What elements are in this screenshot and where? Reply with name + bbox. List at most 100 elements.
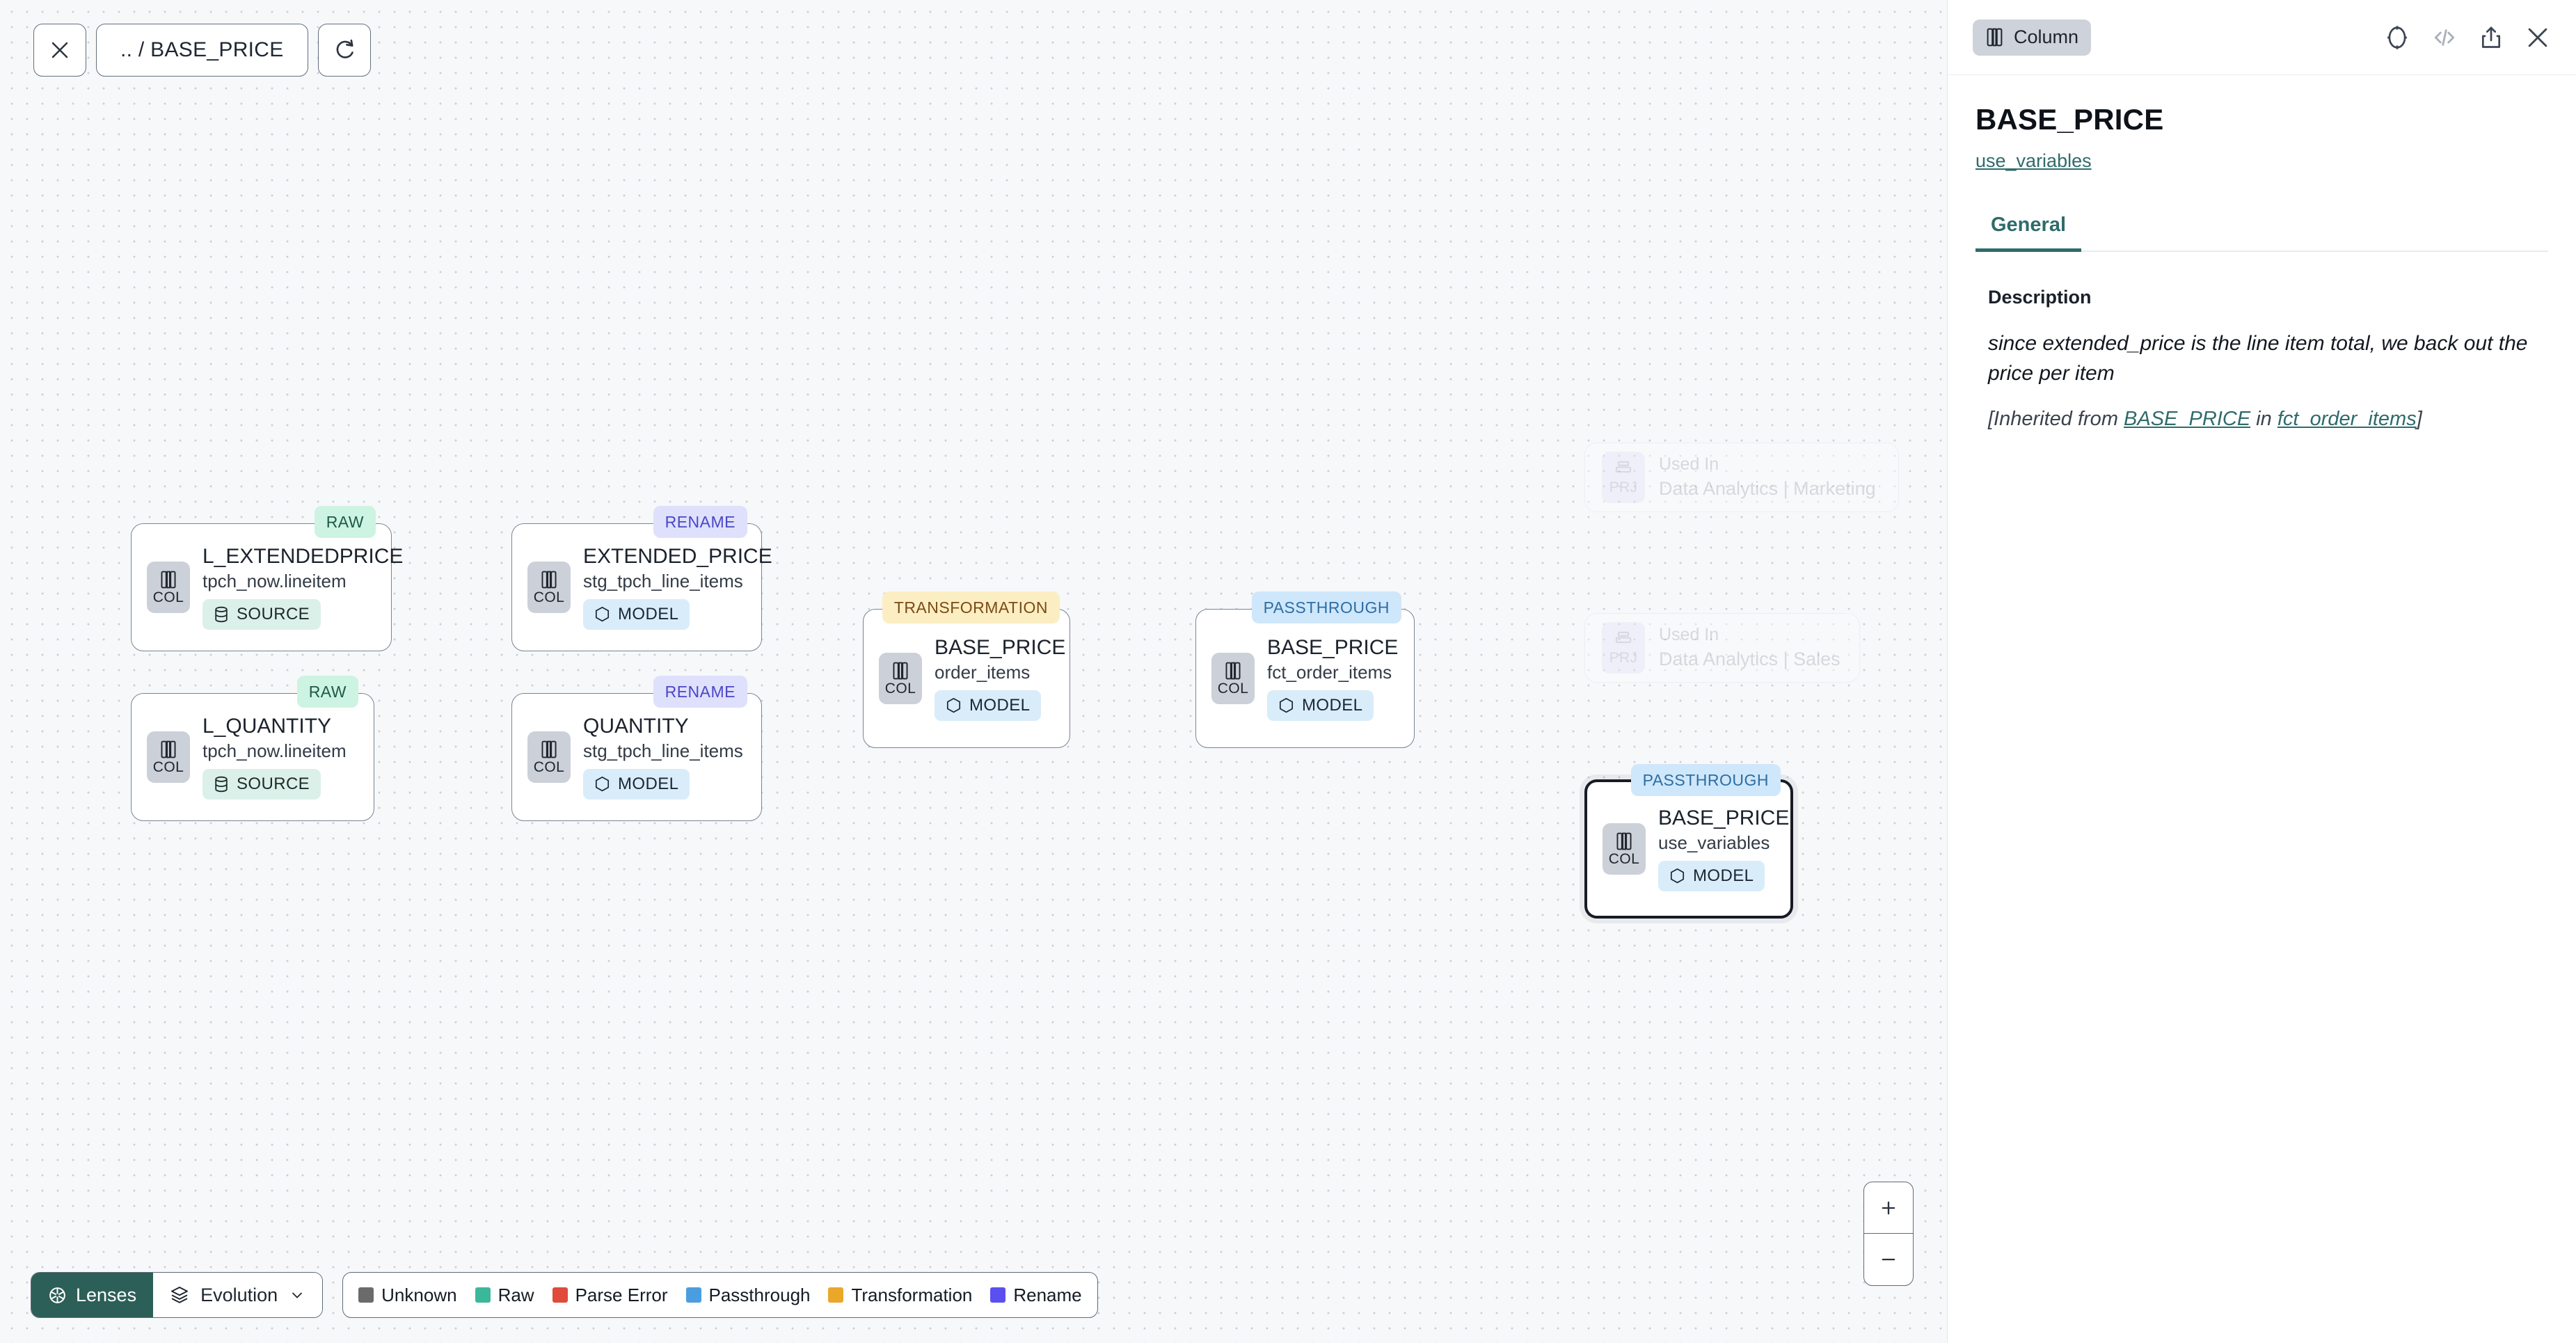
used-in-card-sales[interactable]: PRJ Used In Data Analytics | Sales xyxy=(1584,613,1860,683)
parent-model-link[interactable]: use_variables xyxy=(1975,150,2092,171)
share-icon xyxy=(2481,26,2501,48)
tab-general[interactable]: General xyxy=(1975,214,2081,252)
col-chip: COL xyxy=(1603,823,1646,875)
panel-body: BASE_PRICE use_variables General xyxy=(1948,75,2576,252)
breadcrumb[interactable]: .. / BASE_PRICE xyxy=(96,24,308,77)
node-kind-badge: SOURCE xyxy=(202,769,321,800)
column-icon xyxy=(1987,28,2003,47)
inherited-mid: in xyxy=(2250,408,2277,431)
page-title: BASE_PRICE xyxy=(1975,103,2164,136)
col-chip-label: COL xyxy=(1608,851,1640,867)
refresh-button[interactable] xyxy=(317,24,371,77)
minus-icon xyxy=(1882,1258,1895,1261)
node-status-badge: PASSTHROUGH xyxy=(1630,764,1781,796)
compass-button[interactable] xyxy=(2384,24,2410,51)
code-button[interactable] xyxy=(2431,24,2458,51)
share-button[interactable] xyxy=(2479,24,2504,51)
node-base-price-order-items[interactable]: TRANSFORMATION COL BASE_PRICE order_item… xyxy=(863,591,1070,748)
legend-label: Rename xyxy=(1013,1284,1082,1305)
code-icon xyxy=(2434,29,2455,46)
details-panel: Column xyxy=(1947,0,2576,1343)
used-in-label: Used In xyxy=(1659,454,1719,474)
node-subtitle: use_variables xyxy=(1658,832,1770,854)
node-body: BASE_PRICE order_items MODEL xyxy=(935,636,1065,722)
legend-swatch xyxy=(475,1287,491,1303)
panel-header-actions xyxy=(2384,24,2551,51)
project-icon xyxy=(1615,631,1632,643)
node-kind-badge: MODEL xyxy=(1267,690,1374,722)
legend-item-passthrough: Passthrough xyxy=(685,1285,810,1306)
inherited-prefix: [Inherited from xyxy=(1988,408,2124,431)
status-legend: Unknown Raw Parse Error Passthrough Tran… xyxy=(342,1272,1098,1318)
column-icon xyxy=(161,740,176,758)
column-icon xyxy=(1616,832,1632,850)
legend-label: Transformation xyxy=(851,1284,973,1305)
zoom-control xyxy=(1863,1182,1914,1286)
node-kind-label: MODEL xyxy=(1693,866,1754,886)
node-title: BASE_PRICE xyxy=(1658,806,1790,829)
node-subtitle: tpch_now.lineitem xyxy=(202,740,347,762)
node-l-extendedprice[interactable]: RAW COL L_EXTENDEDPRICE tpch_now.lineite… xyxy=(131,506,403,651)
node-subtitle: stg_tpch_line_items xyxy=(583,571,743,592)
column-icon xyxy=(541,740,557,758)
used-in-card-marketing[interactable]: PRJ Used In Data Analytics | Marketing xyxy=(1584,443,1899,512)
used-in-project: Data Analytics | Sales xyxy=(1659,649,1840,670)
legend-swatch xyxy=(990,1287,1006,1303)
aperture-icon xyxy=(49,1287,65,1303)
legend-swatch xyxy=(685,1287,701,1303)
node-l-quantity[interactable]: RAW COL L_QUANTITY tpch_now.lineitem SOU… xyxy=(131,676,374,821)
node-base-price-fct-order-items[interactable]: PASSTHROUGH COL BASE_PRICE fct_order_ite… xyxy=(1195,591,1415,748)
node-subtitle: order_items xyxy=(935,662,1031,683)
node-kind-badge: MODEL xyxy=(583,769,690,800)
legend-item-parse-error: Parse Error xyxy=(552,1285,668,1306)
lenses-button[interactable]: Lenses xyxy=(31,1273,154,1317)
inherited-model-link[interactable]: fct_order_items xyxy=(2277,408,2417,431)
inherited-column-link[interactable]: BASE_PRICE xyxy=(2124,408,2251,431)
legend-label: Raw xyxy=(498,1284,534,1305)
node-title: BASE_PRICE xyxy=(1267,635,1399,659)
entity-type-badge: Column xyxy=(1973,19,2092,56)
panel-close-button[interactable] xyxy=(2525,24,2551,51)
legend-label: Unknown xyxy=(381,1284,457,1305)
lineage-canvas[interactable]: .. / BASE_PRICE xyxy=(0,0,1947,1343)
column-icon xyxy=(161,571,176,589)
close-button[interactable] xyxy=(33,24,86,77)
node-body: BASE_PRICE fct_order_items MODEL xyxy=(1267,636,1398,722)
col-chip-label: COL xyxy=(152,589,184,605)
node-title: BASE_PRICE xyxy=(935,635,1066,659)
node-quantity[interactable]: RENAME COL QUANTITY stg_tpch_line_items … xyxy=(511,676,762,821)
legend-swatch xyxy=(358,1287,374,1303)
col-chip: COL xyxy=(879,653,922,704)
node-title: L_EXTENDEDPRICE xyxy=(202,544,404,568)
node-kind-badge: MODEL xyxy=(1658,861,1765,892)
node-status-badge: RENAME xyxy=(653,676,747,708)
col-chip: COL xyxy=(1211,653,1255,704)
node-kind-label: MODEL xyxy=(969,696,1031,715)
description-text: since extended_price is the line item to… xyxy=(1988,332,2528,385)
cube-icon xyxy=(1670,868,1685,884)
col-chip-label: COL xyxy=(533,759,565,775)
node-title: L_QUANTITY xyxy=(202,714,332,738)
node-extended-price[interactable]: RENAME COL EXTENDED_PRICE stg_tpch_line_… xyxy=(511,506,772,651)
evolution-label: Evolution xyxy=(200,1284,278,1305)
col-chip-label: COL xyxy=(1217,681,1249,697)
column-icon xyxy=(893,662,908,680)
legend-item-unknown: Unknown xyxy=(358,1284,457,1306)
cube-icon xyxy=(946,698,961,713)
column-icon xyxy=(1225,662,1241,680)
legend-item-transformation: Transformation xyxy=(828,1285,972,1306)
node-kind-label: SOURCE xyxy=(237,605,310,624)
zoom-in-button[interactable] xyxy=(1864,1182,1913,1234)
evolution-dropdown[interactable]: Evolution xyxy=(153,1273,323,1317)
legend-swatch xyxy=(552,1287,568,1303)
close-icon xyxy=(51,42,68,58)
node-base-price-use-variables[interactable]: PASSTHROUGH COL BASE_PRICE use_variables… xyxy=(1584,764,1793,919)
description-inherited: [Inherited from BASE_PRICE in fct_order_… xyxy=(1988,408,2548,431)
chevron-down-icon xyxy=(292,1292,303,1298)
used-in-body: Used In Data Analytics | Sales xyxy=(1659,625,1840,670)
node-body: BASE_PRICE use_variables MODEL xyxy=(1658,806,1789,892)
zoom-out-button[interactable] xyxy=(1864,1234,1913,1285)
node-kind-badge: MODEL xyxy=(935,690,1042,722)
prj-chip-label: PRJ xyxy=(1609,649,1638,666)
